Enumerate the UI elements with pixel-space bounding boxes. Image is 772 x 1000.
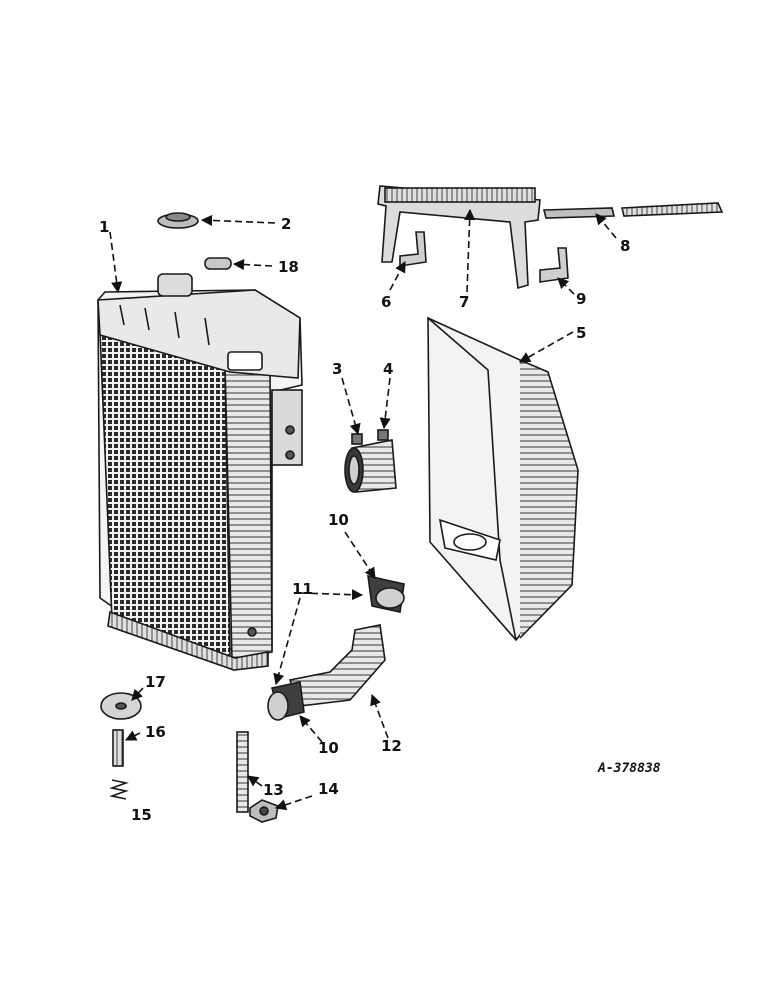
lower-hose-assembly [267,574,405,721]
upper-bracket [377,185,541,290]
callout-12: 12 [381,737,402,755]
nut [249,799,279,823]
radiator [97,273,303,671]
callout-17: 17 [145,673,166,691]
leader-lines [109,208,617,811]
callout-5: 5 [576,324,586,342]
callout-18: 18 [278,258,299,276]
radiator-cap [157,212,199,229]
callout-2: 2 [281,215,291,233]
callout-10-lower: 10 [318,739,339,757]
spring [109,779,129,800]
stud [112,729,124,767]
washer [100,692,142,720]
callout-13: 13 [263,781,284,799]
callout-15: 15 [131,806,152,824]
drawing-number: A-378838 [597,761,661,776]
callout-1: 1 [99,218,109,236]
callout-16: 16 [145,723,166,741]
callout-14: 14 [318,780,339,798]
fan-shroud [427,316,579,642]
callout-7: 7 [459,293,469,311]
callout-10-upper: 10 [328,511,349,529]
shroud-bracket-left [399,231,427,267]
brace-rod [542,202,724,219]
callout-6: 6 [381,293,391,311]
long-stud [236,731,249,813]
overflow-fitting [204,257,232,270]
shroud-bracket-right [539,247,569,283]
callout-3: 3 [332,360,342,378]
upper-hose [344,429,397,493]
callout-4: 4 [383,360,393,378]
callout-9: 9 [576,290,586,308]
callout-11: 11 [292,580,313,598]
callout-8: 8 [620,237,630,255]
